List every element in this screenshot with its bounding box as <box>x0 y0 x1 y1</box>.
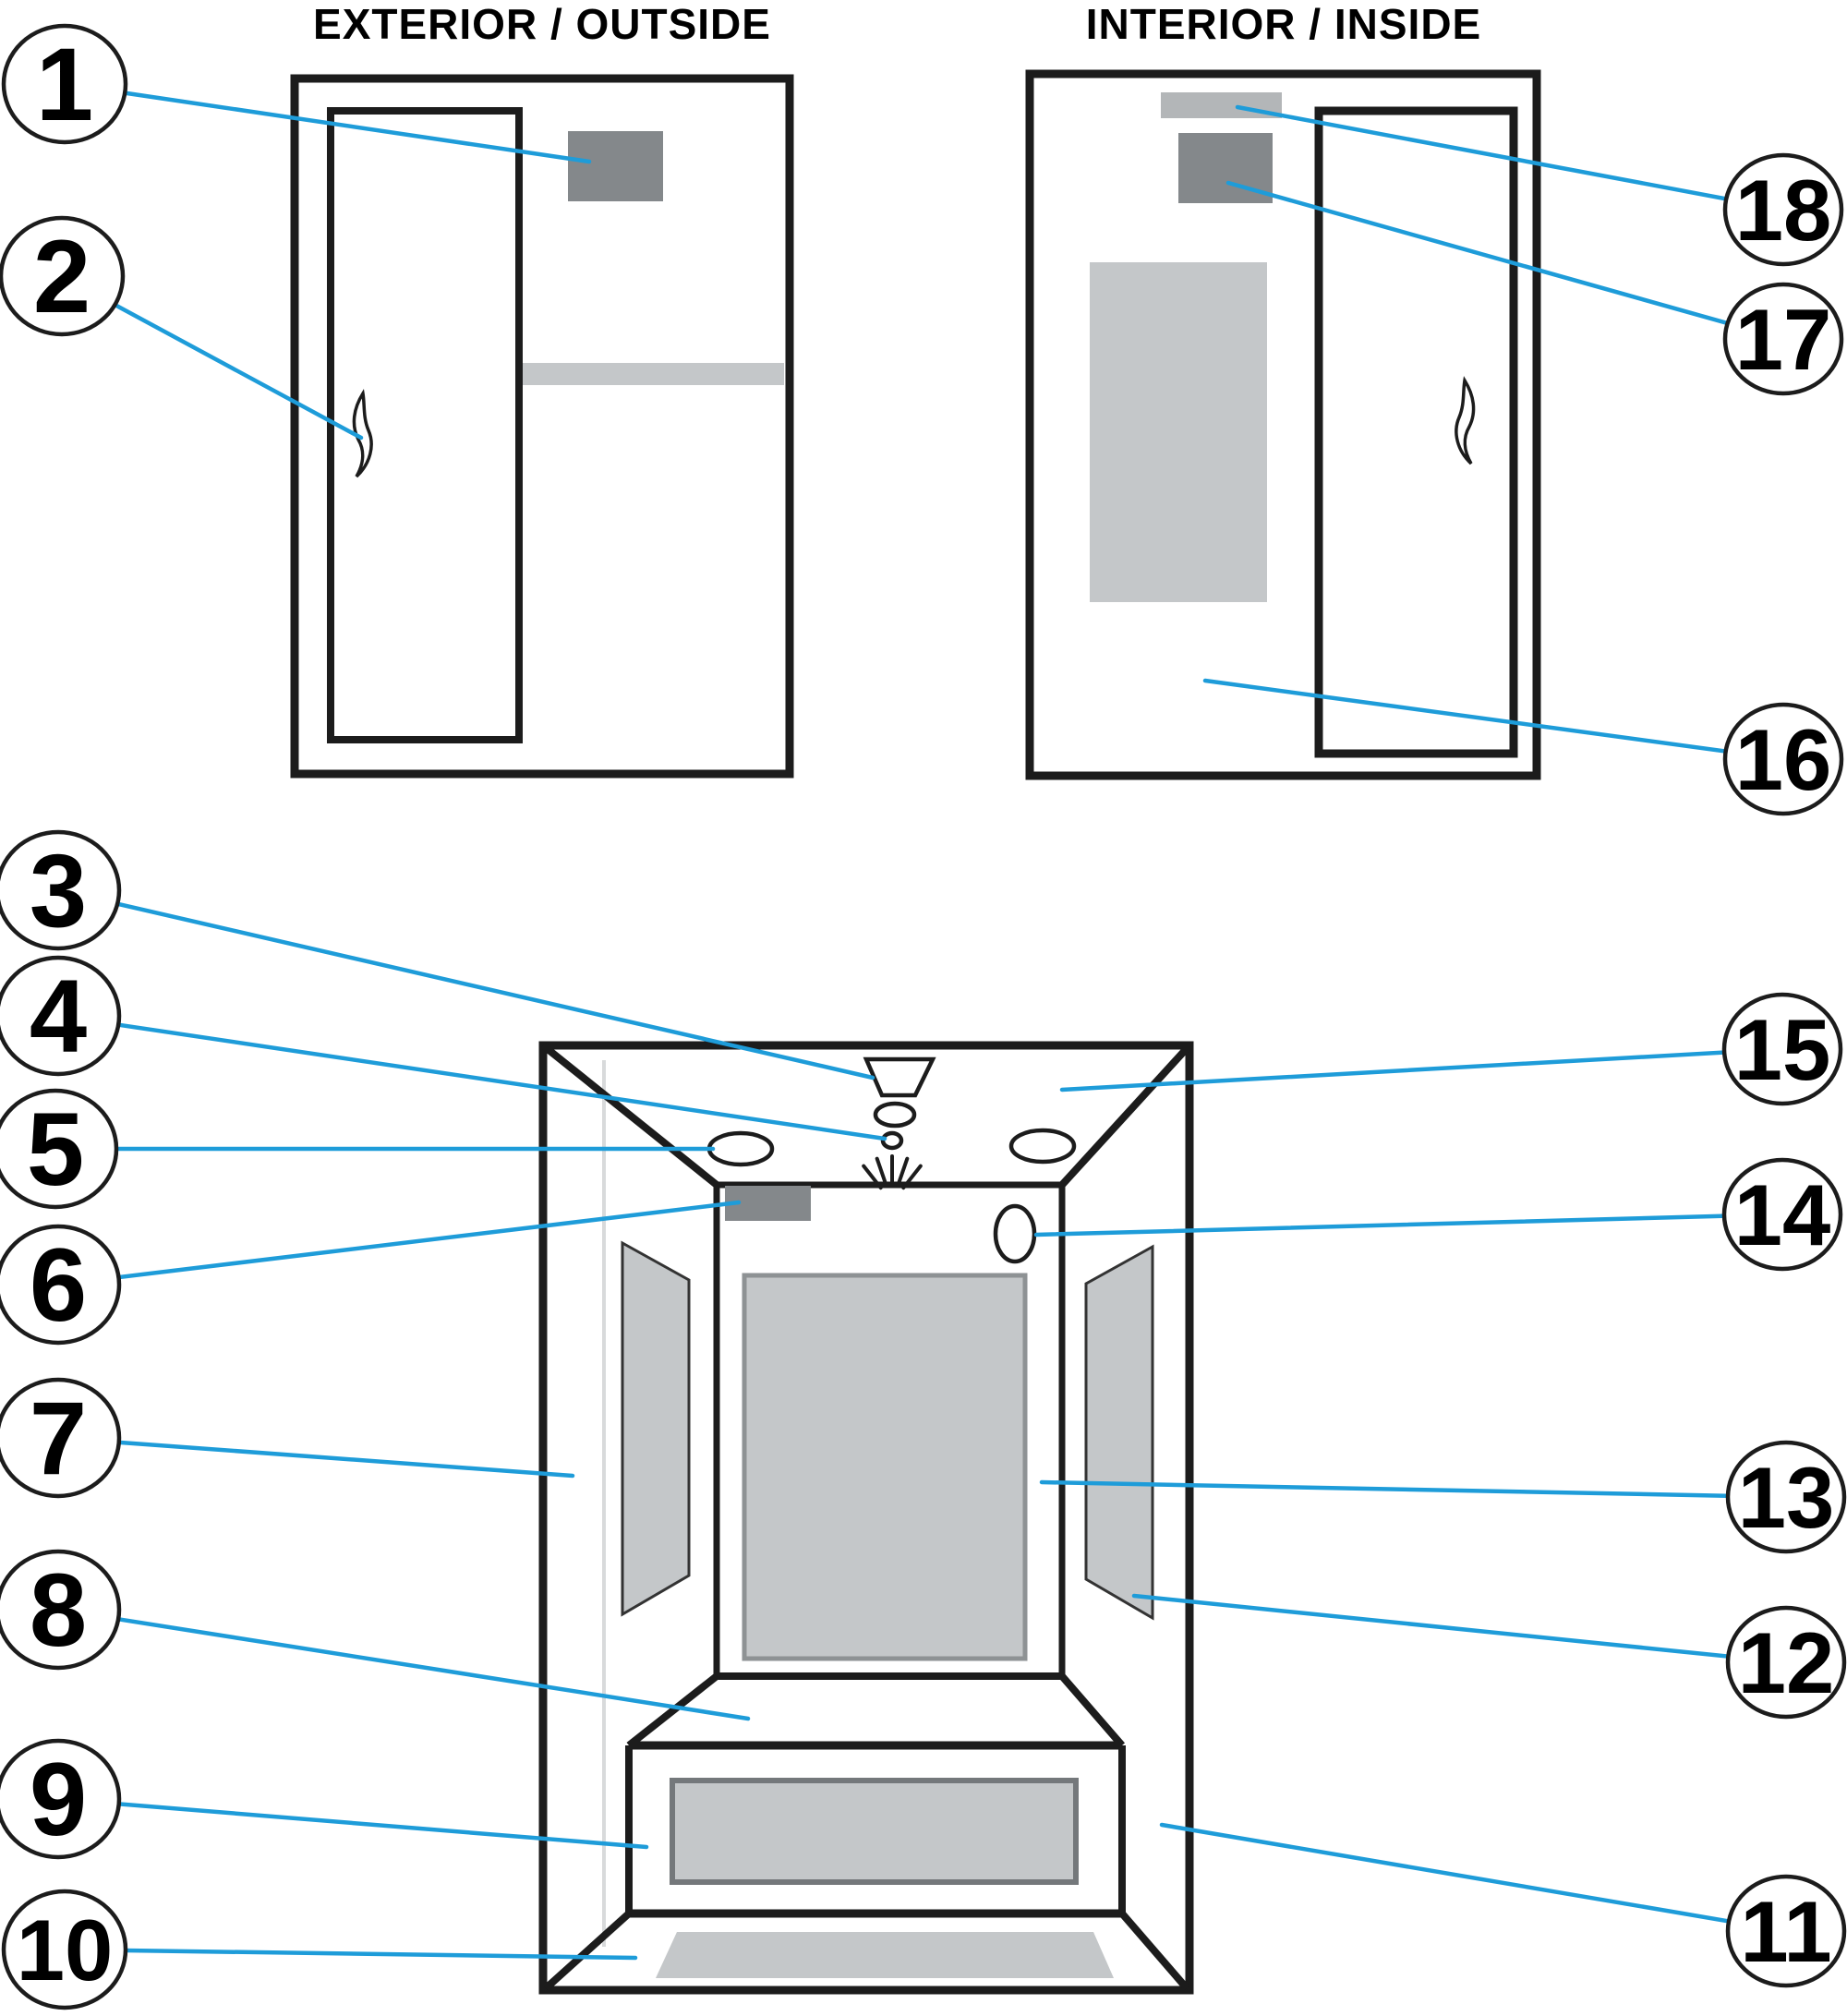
exterior-view <box>290 74 794 779</box>
callout-10: 10 <box>1 1889 128 2010</box>
callout-9: 9 <box>0 1738 122 1860</box>
leader-line-16 <box>1202 678 1786 762</box>
svg-text:14: 14 <box>1734 1166 1831 1263</box>
leader-line-7 <box>55 1435 575 1479</box>
svg-text:17: 17 <box>1735 291 1832 388</box>
cabin-interior-view <box>538 1041 1194 1995</box>
interior-view <box>1025 69 1541 780</box>
exterior-view-title: EXTERIOR / OUTSIDE <box>313 0 771 48</box>
svg-text:12: 12 <box>1738 1614 1835 1711</box>
callout-3: 3 <box>0 829 122 951</box>
exterior-control-panel <box>568 131 663 201</box>
svg-text:9: 9 <box>30 1742 87 1857</box>
leader-line-17 <box>1225 180 1786 342</box>
leader-line-1 <box>62 81 592 164</box>
ceiling-right-diagonal <box>1059 1043 1192 1188</box>
bench-right-slant <box>1058 1673 1126 1748</box>
svg-text:13: 13 <box>1738 1449 1835 1546</box>
bench-left-slant <box>626 1672 719 1749</box>
callout-15: 15 <box>1721 992 1843 1106</box>
steam-funnel-icon <box>863 1056 936 1098</box>
spray-lines-icon <box>862 1154 923 1190</box>
leader-line-18 <box>1235 104 1786 212</box>
callout-8: 8 <box>0 1549 122 1671</box>
exterior-door-handle-icon <box>352 389 373 478</box>
interior-display-bar <box>1161 92 1282 118</box>
svg-text:5: 5 <box>27 1092 84 1207</box>
leader-line-11 <box>1159 1822 1789 1934</box>
interior-door <box>1314 106 1518 758</box>
back-wall-panel <box>742 1273 1028 1661</box>
callout-1: 1 <box>1 23 128 145</box>
ceiling-left-diagonal <box>540 1042 719 1189</box>
exterior-trim-bar <box>523 363 784 385</box>
svg-text:7: 7 <box>30 1381 87 1496</box>
leader-line-4 <box>55 1013 887 1141</box>
svg-text:16: 16 <box>1735 711 1832 808</box>
svg-text:6: 6 <box>30 1227 87 1343</box>
callout-13: 13 <box>1725 1440 1847 1554</box>
callout-17: 17 <box>1722 282 1844 396</box>
svg-text:4: 4 <box>30 959 87 1074</box>
callout-18: 18 <box>1722 152 1844 267</box>
svg-text:3: 3 <box>30 833 87 948</box>
callout-bubbles: 1 2 3 4 5 6 7 8 <box>0 23 1847 2010</box>
bench-front-panel <box>670 1778 1079 1885</box>
svg-text:2: 2 <box>33 219 91 334</box>
callout-12: 12 <box>1725 1605 1847 1720</box>
left-wall-panel <box>621 1240 691 1617</box>
leader-line-12 <box>1131 1593 1789 1665</box>
leader-line-15 <box>1059 1046 1785 1093</box>
ceiling-spotlight-right-icon <box>1008 1128 1077 1165</box>
svg-text:8: 8 <box>30 1552 87 1668</box>
callout-11: 11 <box>1725 1874 1847 1988</box>
aroma-nozzle-icon <box>880 1130 904 1151</box>
svg-text:11: 11 <box>1740 1883 1831 1980</box>
callout-7: 7 <box>0 1377 122 1499</box>
leader-line-14 <box>1033 1212 1785 1237</box>
leader-line-6 <box>55 1200 742 1287</box>
floor-right-slant <box>1118 1911 1190 1991</box>
leader-line-3 <box>55 887 875 1080</box>
leader-line-8 <box>55 1607 751 1721</box>
callout-16: 16 <box>1722 702 1844 816</box>
svg-text:18: 18 <box>1735 162 1832 259</box>
svg-text:10: 10 <box>17 1901 114 1998</box>
callout-5: 5 <box>0 1088 119 1210</box>
svg-text:15: 15 <box>1734 1001 1831 1098</box>
callout-14: 14 <box>1721 1157 1843 1272</box>
wall-oval-fixture-icon <box>993 1203 1037 1264</box>
interior-view-title: INTERIOR / INSIDE <box>1086 0 1481 48</box>
floor-left-slant <box>543 1911 632 1991</box>
ceiling-spotlight-left-icon <box>706 1130 775 1167</box>
svg-text:1: 1 <box>36 27 93 142</box>
leader-line-9 <box>55 1796 649 1850</box>
floor-mat <box>656 1932 1114 1978</box>
callout-2: 2 <box>0 215 126 337</box>
right-wall-panel <box>1084 1244 1154 1621</box>
leader-line-10 <box>62 1947 638 1961</box>
ceiling-vent-icon <box>873 1101 917 1129</box>
leader-lines <box>53 81 1789 1961</box>
interior-door-handle-icon <box>1455 376 1476 465</box>
interior-heater-panel <box>1090 262 1267 602</box>
callout-6: 6 <box>0 1224 122 1346</box>
callout-4: 4 <box>0 955 122 1077</box>
leader-line-13 <box>1039 1479 1789 1500</box>
